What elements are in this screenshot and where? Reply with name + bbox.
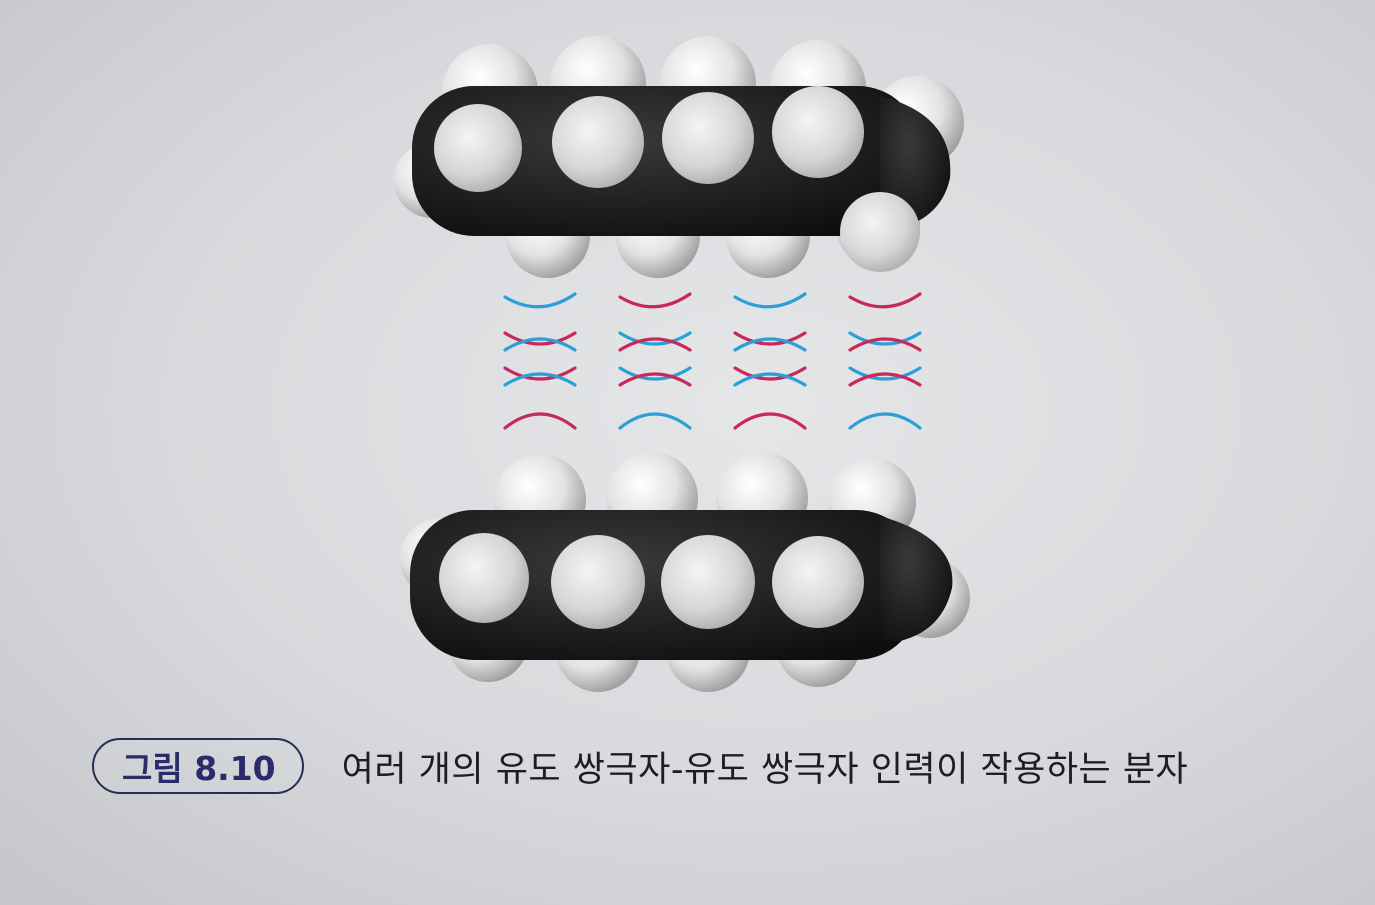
figure-caption: 그림 8.10 여러 개의 유도 쌍극자-유도 쌍극자 인력이 작용하는 분자	[92, 735, 1188, 797]
lower-molecule	[400, 452, 970, 692]
interaction-group-2	[618, 292, 692, 430]
interaction-group-4	[848, 292, 922, 430]
interaction-group-1	[503, 292, 577, 430]
interaction-group-3	[733, 292, 807, 430]
figure-caption-text: 여러 개의 유도 쌍극자-유도 쌍극자 인력이 작용하는 분자	[341, 749, 1189, 790]
figure-label: 그림 8.10	[92, 738, 304, 794]
induced-dipole-interactions	[503, 292, 922, 430]
upper-molecule	[394, 36, 964, 278]
